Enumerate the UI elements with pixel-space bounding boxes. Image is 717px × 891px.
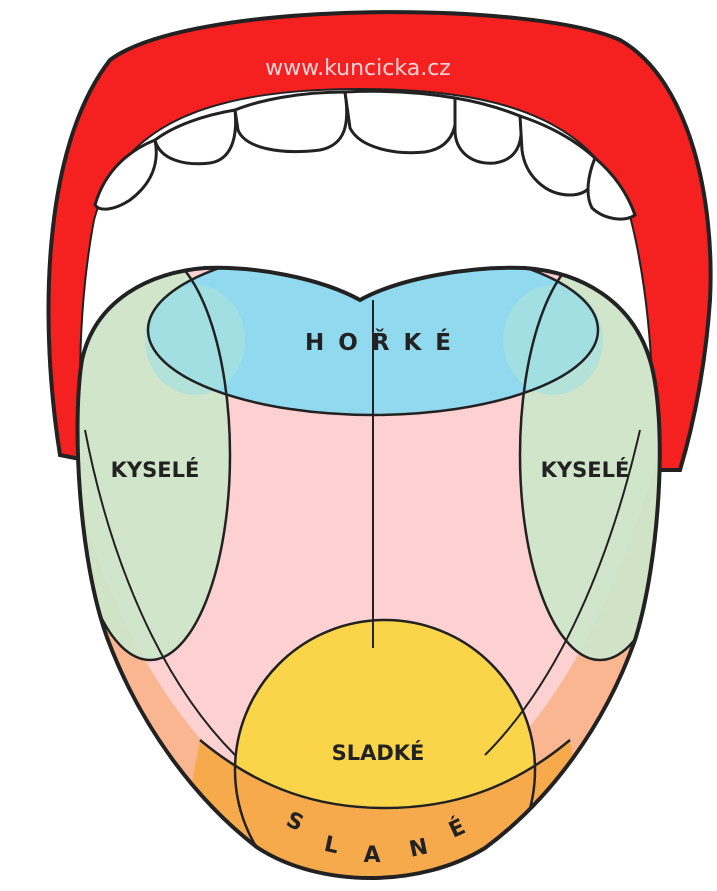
watermark: www.kuncicka.cz xyxy=(265,56,451,81)
label-bitter: HOŘKÉ xyxy=(305,328,465,356)
label-salty-letter: A xyxy=(363,843,380,868)
label-sour-left: KYSELÉ xyxy=(111,457,200,482)
bitter-sour-overlap-right xyxy=(503,285,603,395)
label-sweet: SLADKÉ xyxy=(332,740,425,765)
label-sour-right: KYSELÉ xyxy=(541,457,630,482)
